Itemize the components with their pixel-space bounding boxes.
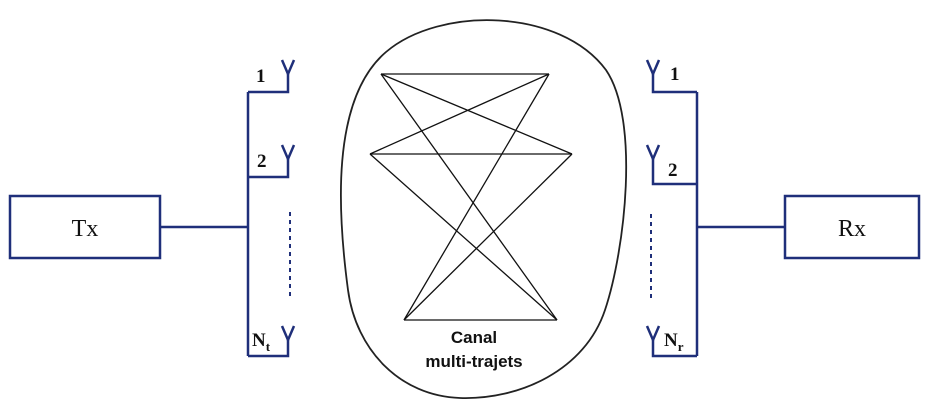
tx-antenna-2-icon [280,144,296,163]
rx-branch-2 [651,158,697,186]
tx-antenna-1-label: 1 [256,66,266,87]
channel-label-line2: multi-trajets [425,352,522,371]
tx-antenna-nt-label: Nt [252,330,271,354]
rx-antenna-nr-icon [645,325,661,344]
rx-antenna-2-label: 2 [668,160,678,181]
channel-path [380,73,558,321]
tx-antenna-nt-icon [280,325,296,344]
channel-path [380,73,573,155]
rx-box [783,194,921,260]
rx-branch-1 [651,73,697,94]
channel-paths [369,73,573,321]
channel-path [369,153,558,321]
tx-wiring [160,73,291,358]
tx-antenna-1-icon [280,59,296,78]
tx-antenna-nt-subscript: t [266,339,271,354]
rx-antenna-1-label: 1 [670,64,680,85]
tx-antenna-2-label: 2 [257,151,267,172]
rx-antenna-nr-label: Nr [664,330,684,354]
tx-antenna-icons [280,59,296,344]
channel: Canal multi-trajets [339,19,628,399]
rx-antenna-2-icon [645,144,661,163]
rx-antenna-nr-subscript: r [678,339,684,354]
rx-antenna-icons [645,59,661,344]
tx-antenna-nt-base: N [252,330,266,351]
rx-antenna-nr-base: N [664,330,678,351]
rx-label: Rx [838,216,866,242]
channel-label-line1: Canal [451,328,497,347]
channel-path [369,73,550,155]
tx-label: Tx [72,216,99,242]
tx-branch-2 [248,158,290,179]
rx-branch-nr [651,339,697,358]
rx-wiring [650,73,785,358]
tx-block: Tx [8,194,162,260]
channel-outline [339,19,628,399]
rx-block: Rx [783,194,921,260]
rx-antenna-1-icon [645,59,661,78]
channel-path [403,153,573,321]
tx-branch-1 [248,73,290,94]
tx-branch-nt [248,339,290,358]
channel-path [403,73,550,321]
